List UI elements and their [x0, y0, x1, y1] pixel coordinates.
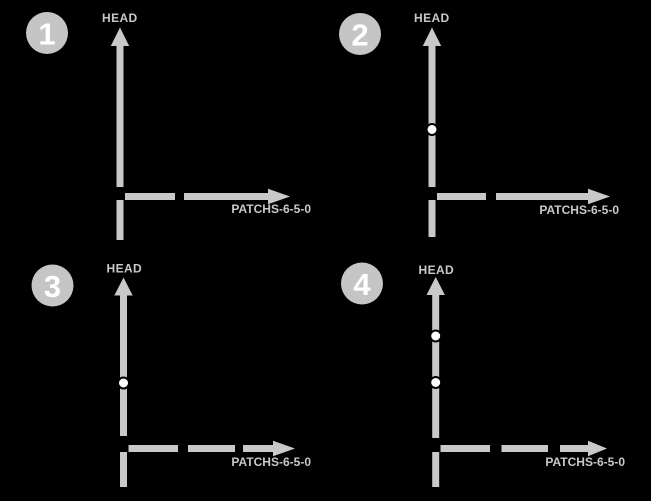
head-arrow-up-icon [110, 27, 130, 240]
step-badge [341, 262, 383, 305]
commit-dot [429, 329, 443, 343]
head-label: HEAD [107, 262, 143, 276]
panel-3: 3 HEAD PATCHS-6-5-0 [31, 262, 311, 487]
branch-label: PATCHS-6-5-0 [231, 455, 311, 469]
head-label: HEAD [419, 263, 455, 277]
branch-arrow-right-icon [437, 188, 610, 205]
head-label: HEAD [102, 11, 138, 25]
head-arrow-up-icon [422, 27, 442, 237]
step-badge [339, 13, 381, 55]
branch-arrow-right-icon [440, 440, 607, 457]
branch-arrow-right-icon [125, 188, 290, 205]
branch-arrow-right-icon [128, 440, 295, 457]
branch-label: PATCHS-6-5-0 [545, 455, 625, 469]
head-label: HEAD [414, 11, 450, 25]
step-badge [26, 12, 68, 54]
commit-dot [425, 123, 439, 136]
step-number: 2 [351, 18, 368, 53]
step-number: 4 [353, 267, 371, 302]
panel-1: 1 HEAD PATCHS-6-5-0 [26, 11, 311, 240]
commit-dot [117, 376, 130, 390]
head-arrow-up-icon [114, 277, 133, 487]
commit-dot [429, 376, 443, 389]
panel-4: 4 HEAD PATCHS-6-5-0 [341, 262, 625, 487]
step-number: 3 [44, 269, 61, 304]
branch-label: PATCHS-6-5-0 [539, 203, 619, 217]
step-number: 1 [38, 17, 55, 52]
branch-label: PATCHS-6-5-0 [231, 202, 311, 216]
step-badge [31, 264, 74, 307]
panel-2: 2 HEAD PATCHS-6-5-0 [339, 11, 619, 237]
head-arrow-up-icon [426, 277, 445, 487]
